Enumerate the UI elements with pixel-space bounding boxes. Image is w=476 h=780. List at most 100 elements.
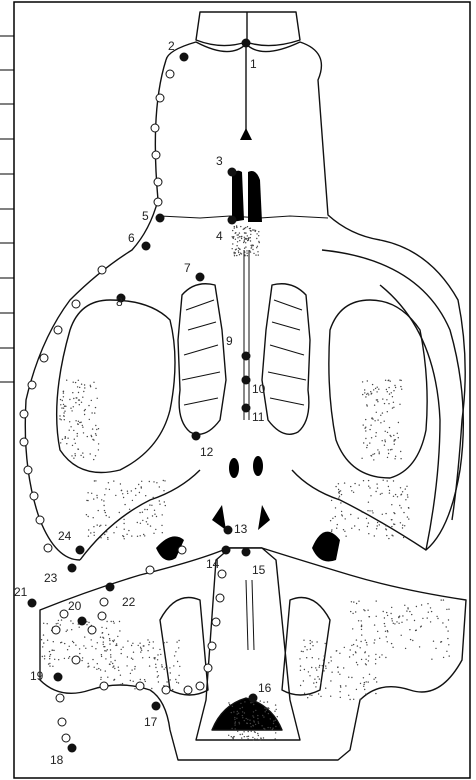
stipple-dot [391,607,392,608]
stipple-dot [76,397,77,398]
stipple-dot [73,458,74,459]
landmark-point-18 [68,744,77,753]
stipple-dot [87,436,88,437]
stipple-dot [374,420,375,421]
stipple-dot [388,538,389,539]
stipple-dot [388,449,389,450]
stipple-dot [376,399,377,400]
semilandmark-circle [204,664,212,672]
stipple-dot [43,623,44,624]
stipple-dot [370,391,371,392]
stipple-dot [144,509,145,510]
stipple-dot [126,665,127,666]
stipple-dot [258,254,259,255]
stipple-dot [100,637,101,638]
semilandmark-circle [98,266,106,274]
stipple-dot [79,627,80,628]
stipple-dot [339,691,340,692]
stipple-dot [389,490,390,491]
stipple-dot [400,487,401,488]
stipple-dot [82,657,83,658]
stipple-dot [131,658,132,659]
stipple-dot [400,451,401,452]
stipple-dot [393,440,394,441]
stipple-dot [442,622,443,623]
stipple-dot [149,481,150,482]
stipple-dot [157,654,158,655]
stipple-dot [366,644,367,645]
stipple-dot [402,615,403,616]
semilandmark-circle [72,300,80,308]
stipple-dot [268,707,269,708]
stipple-dot [355,651,356,652]
stipple-dot [443,657,444,658]
stipple-dot [131,490,132,491]
stipple-dot [360,698,361,699]
stipple-dot [365,438,366,439]
stipple-dot [239,240,240,241]
stipple-dot [140,647,141,648]
landmark-point-15 [242,548,251,557]
stipple-dot [276,709,277,710]
stipple-dot [124,538,125,539]
stipple-dot [392,407,393,408]
stipple-dot [398,437,399,438]
stipple-dot [73,430,74,431]
stipple-dot [367,526,368,527]
stipple-dot [105,525,106,526]
stipple-dot [240,226,241,227]
stipple-dot [251,245,252,246]
stipple-dot [109,643,110,644]
stipple-dot [303,640,304,641]
stipple-dot [128,530,129,531]
stipple-dot [67,438,68,439]
stipple-dot [250,234,251,235]
stipple-dot [396,621,397,622]
stipple-dot [340,490,341,491]
stipple-dot [143,645,144,646]
stipple-dot [370,495,371,496]
stipple-dot [353,699,354,700]
stipple-dot [103,646,104,647]
landmark-label-17: 17 [144,715,158,729]
stipple-dot [246,736,247,737]
stipple-dot [59,415,60,416]
stipple-dot [75,402,76,403]
stipple-dot [376,528,377,529]
stipple-dot [78,449,79,450]
stipple-dot [147,524,148,525]
stipple-dot [258,735,259,736]
stipple-dot [235,232,236,233]
stipple-dot [134,666,135,667]
stipple-dot [262,715,263,716]
stipple-dot [151,505,152,506]
stipple-dot [366,447,367,448]
semilandmark-circle [44,544,52,552]
stipple-dot [99,526,100,527]
stipple-dot [258,723,259,724]
stipple-dot [368,681,369,682]
landmark-point-10 [242,376,251,385]
landmark-label-4: 4 [216,229,223,243]
stipple-dot [394,444,395,445]
stipple-dot [69,656,70,657]
stipple-dot [144,535,145,536]
stipple-dot [113,532,114,533]
stipple-dot [385,631,386,632]
stipple-dot [371,393,372,394]
stipple-dot [335,486,336,487]
stipple-dot [263,716,264,717]
landmark-point-3 [228,168,237,177]
stipple-dot [90,385,91,386]
stipple-dot [260,700,261,701]
stipple-dot [433,641,434,642]
stipple-dot [318,693,319,694]
stipple-dot [257,251,258,252]
stipple-dot [309,694,310,695]
stipple-dot [356,662,357,663]
stipple-dot [234,723,235,724]
stipple-dot [362,394,363,395]
stipple-dot [82,425,83,426]
stipple-dot [394,458,395,459]
